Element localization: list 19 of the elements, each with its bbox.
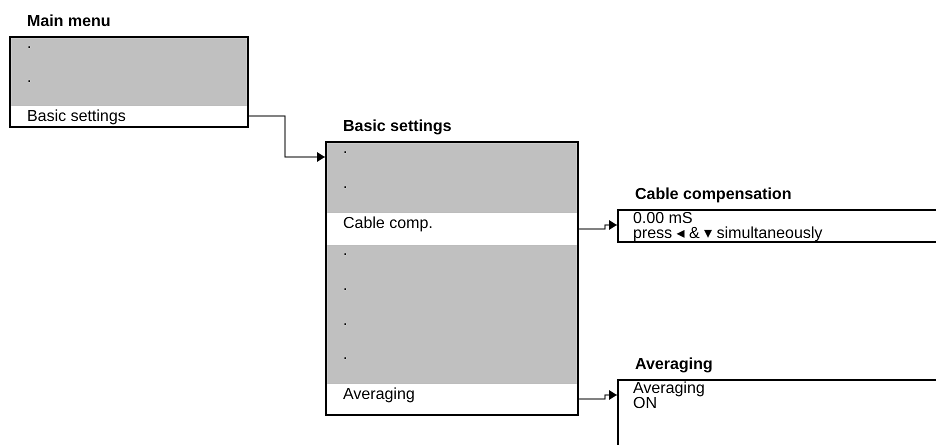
menu-screen <box>617 185 936 243</box>
screen-title: Main menu <box>26 12 112 32</box>
menu-item: . <box>327 178 577 213</box>
menu-screen <box>9 12 249 128</box>
menu-item: . <box>11 72 247 106</box>
menu-item: . <box>327 143 577 178</box>
menu-item: . <box>327 315 577 349</box>
screen-text: press ◂ & ▾ simultaneously <box>633 226 824 241</box>
screen-text: ON <box>633 396 657 411</box>
menu-screen <box>617 355 936 445</box>
screen-title: Averaging <box>634 355 714 375</box>
screen-title: Cable compensation <box>634 185 792 205</box>
menu-item: . <box>327 280 577 315</box>
screen-text: Averaging <box>633 381 706 396</box>
menu-item: . <box>11 38 247 72</box>
screen-title: Basic settings <box>342 117 452 137</box>
menu-item: . <box>327 349 577 384</box>
screen-text: 0.00 mS <box>633 211 693 226</box>
menu-item: . <box>327 245 577 280</box>
